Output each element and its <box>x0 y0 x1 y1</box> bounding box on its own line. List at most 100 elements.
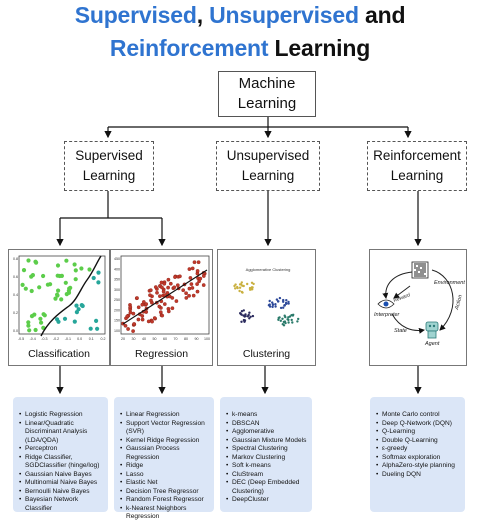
regression-point <box>132 322 136 326</box>
regression-point <box>188 276 193 280</box>
classification-point <box>73 268 78 273</box>
clustering-algorithm-item: Gaussian Mixture Models <box>226 437 308 446</box>
regression-point <box>128 310 133 315</box>
regression-y-tick: 400 <box>114 267 120 271</box>
cluster-point <box>279 319 282 322</box>
classification-algorithm-item: Logistic Regression <box>19 411 104 420</box>
classification-point <box>72 262 77 267</box>
regression-point <box>181 288 186 293</box>
classification-y-tick: 0.2 <box>13 311 18 315</box>
state-arrow <box>391 313 425 334</box>
title-reinforcement: Reinforcement <box>109 35 269 61</box>
cluster-point <box>238 286 242 289</box>
regression-x-tick: 70 <box>174 337 178 341</box>
regression-x-tick: 80 <box>184 337 188 341</box>
classification-point <box>79 303 84 308</box>
classification-x-tick: -0.1 <box>65 337 71 341</box>
classification-point <box>56 319 61 324</box>
cluster-point <box>251 314 255 318</box>
cluster-point <box>271 305 274 309</box>
classification-point <box>30 273 35 278</box>
classification-point <box>38 316 43 321</box>
reinforcement-algorithm-item: Double Q-Learning <box>376 437 461 446</box>
cluster-point <box>240 310 244 313</box>
regression-algorithm-item: Random Forest Regressor <box>120 496 210 505</box>
cluster-point <box>283 320 287 323</box>
regression-algorithm-item: Lasso <box>120 471 210 480</box>
title-line-2: Reinforcement Learning <box>0 34 480 62</box>
regression-point <box>136 317 141 322</box>
classification-point <box>33 327 38 333</box>
regression-point <box>148 293 152 298</box>
regression-x-tick: 30 <box>132 337 136 341</box>
classification-point <box>88 326 93 331</box>
cluster-point <box>233 284 236 288</box>
reinforcement-algorithm-item: ε-greedy <box>376 445 461 454</box>
cluster-point <box>240 320 243 323</box>
regression-point <box>168 281 173 286</box>
classification-point <box>37 285 42 290</box>
cluster-point <box>244 314 247 318</box>
classification-point <box>76 307 81 312</box>
classification-point <box>29 314 35 319</box>
cluster-point <box>238 289 241 293</box>
classification-x-tick: 0.1 <box>89 337 94 341</box>
cluster-point <box>242 309 245 312</box>
regression-point <box>141 300 146 304</box>
classification-y-tick: 0.4 <box>13 293 18 297</box>
environment-icon <box>411 261 429 279</box>
clustering-algorithm-item: k-means <box>226 411 308 420</box>
reinforcement-algorithm-item: Q-Learning <box>376 428 461 437</box>
clustering-algorithm-item: DBSCAN <box>226 420 308 429</box>
classification-point <box>55 263 61 268</box>
clustering-algorithm-item: Markov Clustering <box>226 454 308 463</box>
regression-point <box>166 309 171 314</box>
classification-algorithms-list: Logistic RegressionLinear/Quadratic Disc… <box>13 397 108 512</box>
regression-point <box>140 314 145 318</box>
classification-point <box>39 320 44 325</box>
classification-algorithm-item: Perceptron <box>19 445 104 454</box>
classification-point <box>45 282 51 287</box>
regression-algorithm-item: Decision Tree Regressor <box>120 488 210 497</box>
regression-y-tick: 250 <box>114 298 120 302</box>
root-line2: Learning <box>237 95 297 112</box>
cluster-point <box>282 306 285 309</box>
cluster-point <box>252 282 255 286</box>
cluster-point <box>281 323 284 326</box>
regression-algorithm-item: Gaussian Process Regression <box>120 445 210 462</box>
action-label: Action <box>454 294 464 311</box>
classification-point <box>66 290 72 295</box>
regression-point <box>174 299 179 303</box>
classification-point <box>26 320 31 325</box>
regression-point <box>160 285 164 290</box>
classification-point <box>79 266 84 271</box>
classification-point <box>29 288 34 294</box>
regression-point <box>162 302 167 306</box>
cluster-point <box>239 312 242 315</box>
classification-algorithm-item: Multinomial Naive Bayes <box>19 479 104 488</box>
classification-x-tick: -0.4 <box>30 337 36 341</box>
rl-loop-diagram: Environment Action Reward Interpreter St… <box>374 261 465 347</box>
regression-x-tick: 20 <box>121 337 125 341</box>
cluster-point <box>296 320 299 323</box>
regression-x-tick: 40 <box>142 337 146 341</box>
cluster-point <box>249 315 252 318</box>
cluster-point <box>268 299 271 303</box>
cluster-point <box>274 305 277 308</box>
regression-point <box>155 290 159 295</box>
cluster-point <box>282 300 285 303</box>
regression-point <box>159 280 164 285</box>
regression-algorithm-item: Support Vector Regression (SVR) <box>120 420 210 437</box>
reward-arrow <box>382 271 413 299</box>
regression-point <box>140 317 145 322</box>
interpreter-label: Interpreter <box>374 312 401 318</box>
cluster-point <box>278 296 282 300</box>
clustering-algorithm-item: Soft k-means <box>226 462 308 471</box>
cluster-point <box>287 302 290 305</box>
cluster-point <box>234 287 237 290</box>
classification-point <box>87 267 92 272</box>
clustering-plot: Agglomerative Clustering <box>233 267 300 327</box>
